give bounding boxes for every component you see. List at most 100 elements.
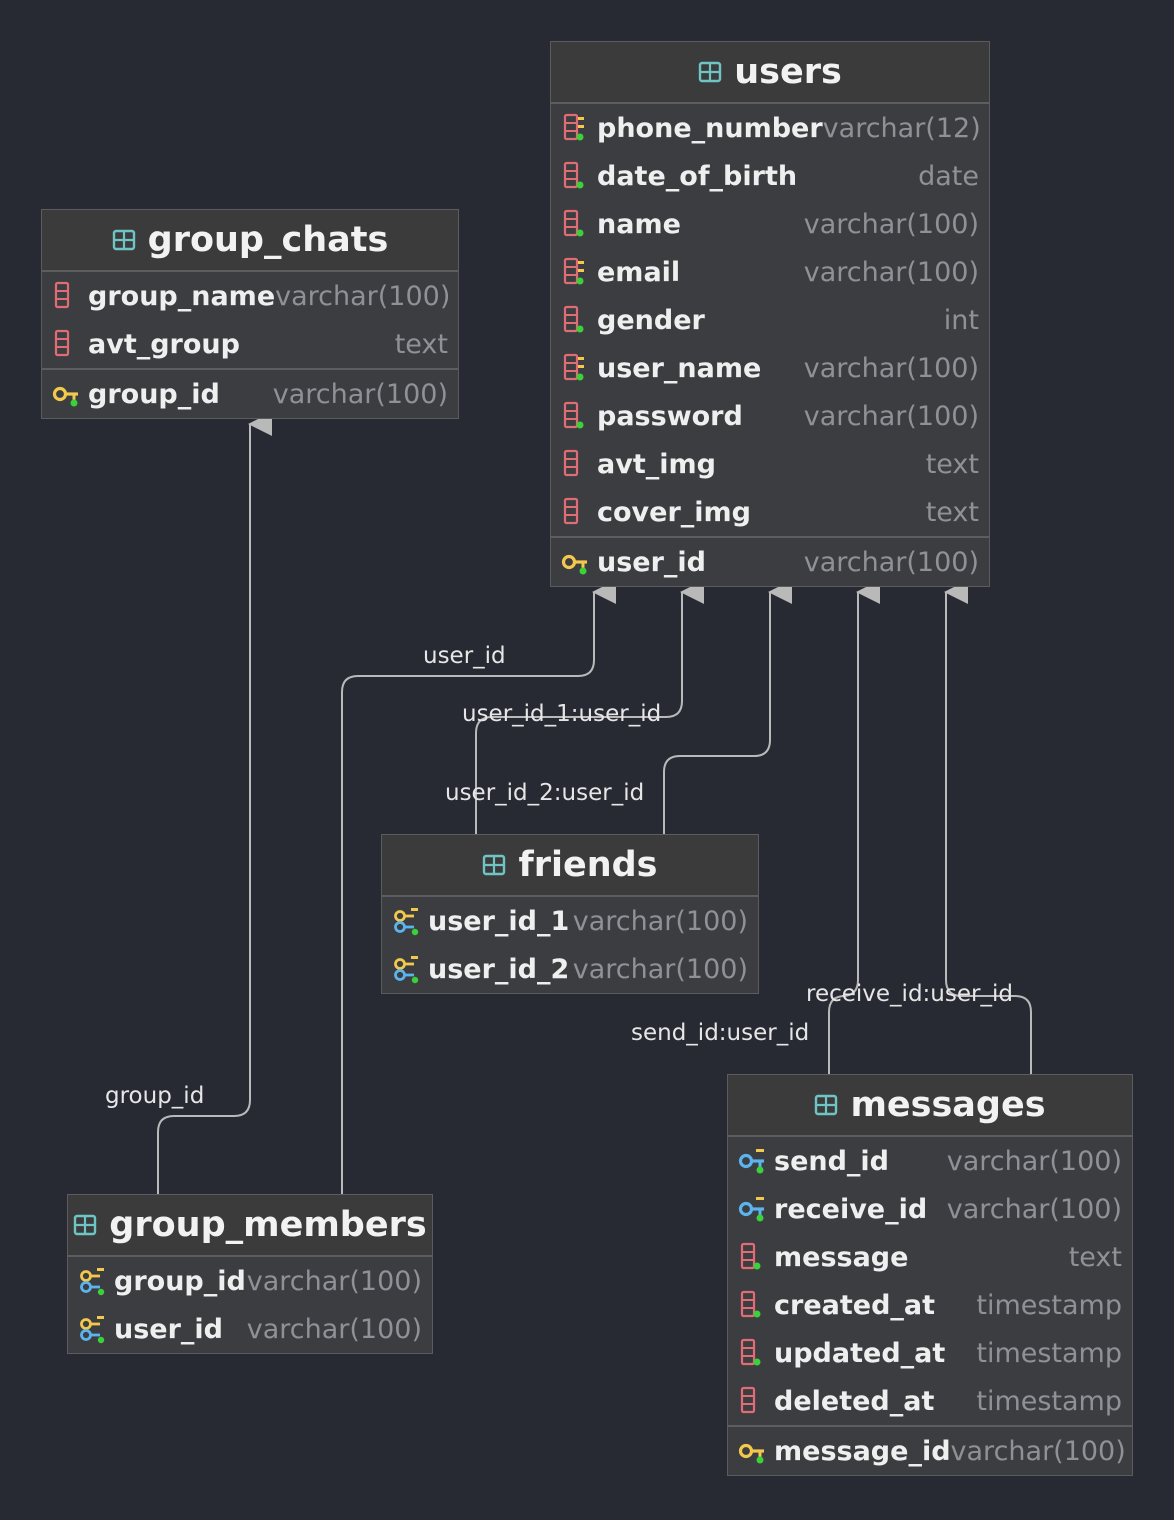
column-type: varchar(100) <box>272 378 448 410</box>
column-type: timestamp <box>976 1385 1122 1417</box>
column-icon <box>52 327 88 361</box>
column-name: date_of_birth <box>597 160 798 192</box>
table-icon <box>482 853 506 877</box>
column-type: varchar(100) <box>803 256 979 288</box>
primary-key-icon <box>52 377 88 411</box>
column-name: group_name <box>88 280 276 312</box>
column-name: send_id <box>774 1145 890 1177</box>
column-name: receive_id <box>774 1193 928 1225</box>
column-icon <box>738 1384 774 1418</box>
column-type: varchar(100) <box>803 546 979 578</box>
edge-group-members-to-users <box>341 580 616 1194</box>
primary-foreign-key-icon <box>78 1312 114 1346</box>
column-name: user_name <box>597 352 762 384</box>
column-name: created_at <box>774 1289 936 1321</box>
column-type: varchar(100) <box>572 905 748 937</box>
edge-label-user-id-2: user_id_2:user_id <box>445 780 645 806</box>
column-type: text <box>925 448 979 480</box>
column-type: text <box>1068 1241 1122 1273</box>
column-row-created-at[interactable]: created_at timestamp <box>728 1281 1132 1329</box>
column-icon <box>561 495 597 529</box>
edge-label-send-id: send_id:user_id <box>631 1020 810 1046</box>
column-type: timestamp <box>976 1337 1122 1369</box>
column-row-user-name[interactable]: user_name varchar(100) <box>551 344 989 392</box>
column-row-avt-img[interactable]: avt_img text <box>551 440 989 488</box>
table-header[interactable]: messages <box>728 1075 1132 1137</box>
column-row-group-id[interactable]: group_id varchar(100) <box>42 370 458 418</box>
column-name: user_id_1 <box>428 905 570 937</box>
column-name: name <box>597 208 681 240</box>
key-separator <box>551 536 989 538</box>
table-header[interactable]: group_chats <box>42 210 458 272</box>
edge-messages-send-to-users <box>828 580 880 1074</box>
edge-friends-user2-to-users <box>663 580 792 834</box>
column-type: varchar(100) <box>572 953 748 985</box>
not-null-column-icon <box>561 303 597 337</box>
column-type: text <box>394 328 448 360</box>
primary-foreign-key-icon <box>392 952 428 986</box>
edge-group-members-to-group-chats <box>157 412 272 1194</box>
column-row-email[interactable]: email varchar(100) <box>551 248 989 296</box>
column-name: user_id <box>597 546 707 578</box>
not-null-column-icon <box>738 1240 774 1274</box>
column-name: message_id <box>774 1435 951 1467</box>
table-icon <box>698 60 722 84</box>
column-type: varchar(100) <box>950 1435 1126 1467</box>
column-type: text <box>925 496 979 528</box>
column-name: group_id <box>88 378 220 410</box>
table-header[interactable]: group_members <box>68 1195 432 1257</box>
column-name: avt_img <box>597 448 716 480</box>
not-null-column-icon <box>738 1288 774 1322</box>
table-name: friends <box>518 845 658 885</box>
column-name: user_id <box>114 1313 224 1345</box>
column-type: varchar(100) <box>803 352 979 384</box>
column-name: user_id_2 <box>428 953 570 985</box>
column-row-deleted-at[interactable]: deleted_at timestamp <box>728 1377 1132 1425</box>
edge-label-user-id: user_id <box>423 643 506 669</box>
column-name: password <box>597 400 743 432</box>
column-row-user-id[interactable]: user_id varchar(100) <box>68 1305 432 1353</box>
key-separator <box>42 368 458 370</box>
table-header[interactable]: friends <box>382 835 758 897</box>
table-name: messages <box>850 1085 1046 1125</box>
column-type: timestamp <box>976 1289 1122 1321</box>
table-icon <box>814 1093 838 1117</box>
column-name: deleted_at <box>774 1385 935 1417</box>
column-row-user-id[interactable]: user_id varchar(100) <box>551 538 989 586</box>
not-null-column-icon <box>561 159 597 193</box>
not-null-column-icon <box>561 399 597 433</box>
primary-key-icon <box>738 1434 774 1468</box>
column-name: gender <box>597 304 705 336</box>
column-type: varchar(100) <box>246 1265 422 1297</box>
table-name: users <box>734 52 842 92</box>
column-icon <box>561 447 597 481</box>
column-name: email <box>597 256 681 288</box>
table-header[interactable]: users <box>551 42 989 104</box>
column-type: varchar(100) <box>246 1313 422 1345</box>
primary-key-icon <box>561 545 597 579</box>
table-name: group_members <box>109 1205 427 1245</box>
indexed-column-icon <box>561 111 597 145</box>
